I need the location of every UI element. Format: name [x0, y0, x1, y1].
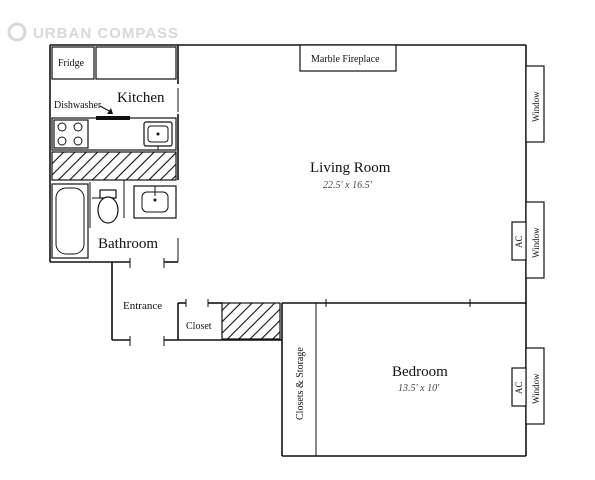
brand-name: URBAN COMPASS	[33, 25, 179, 42]
living-room-label: Living Room	[310, 160, 391, 176]
entrance-label: Entrance	[123, 300, 162, 312]
marble-fireplace: Marble Fireplace	[299, 44, 397, 72]
burner-icon	[57, 122, 67, 132]
window-1-label: Window	[531, 91, 541, 122]
bathroom-area: Bathroom	[51, 180, 177, 259]
brand-logo: URBAN COMPASS	[7, 22, 179, 42]
window-3-label: Window	[531, 373, 541, 404]
ac-2-label: AC	[514, 381, 524, 394]
ac-1-label: AC	[514, 235, 524, 248]
ac-unit-1: AC	[511, 221, 527, 261]
bedroom-label: Bedroom	[392, 364, 448, 380]
kitchen-area: Fridge Kitchen Dishwasher	[51, 45, 179, 181]
hatched-column	[221, 302, 281, 340]
burner-icon	[73, 122, 83, 132]
kitchen-label: Kitchen	[117, 90, 165, 106]
window-1: Window	[525, 65, 545, 143]
dishwasher-label: Dishwasher	[54, 100, 102, 111]
burner-icon	[73, 136, 83, 146]
bathroom-label: Bathroom	[98, 236, 158, 252]
dishwasher	[96, 116, 130, 120]
window-2: Window	[525, 201, 545, 279]
closets-storage-label: Closets & Storage	[295, 347, 306, 420]
window-2-label: Window	[531, 227, 541, 258]
burner-icon	[57, 136, 67, 146]
kitchen-cabinet	[95, 46, 177, 80]
fireplace-label: Marble Fireplace	[311, 54, 380, 65]
bathtub	[51, 183, 89, 259]
fridge	[51, 46, 95, 80]
window-3: Window	[525, 347, 545, 425]
living-room-dimensions: 22.5' x 16.5'	[323, 180, 373, 191]
door-markers	[129, 88, 209, 346]
bedroom-dimensions: 13.5' x 10'	[398, 383, 440, 394]
ac-unit-2: AC	[511, 367, 527, 407]
stove	[53, 119, 89, 149]
fridge-label: Fridge	[58, 58, 85, 69]
compass-logo-icon	[7, 22, 27, 42]
closet-label: Closet	[186, 321, 212, 332]
hatched-wall	[51, 151, 177, 181]
toilet	[97, 196, 119, 224]
